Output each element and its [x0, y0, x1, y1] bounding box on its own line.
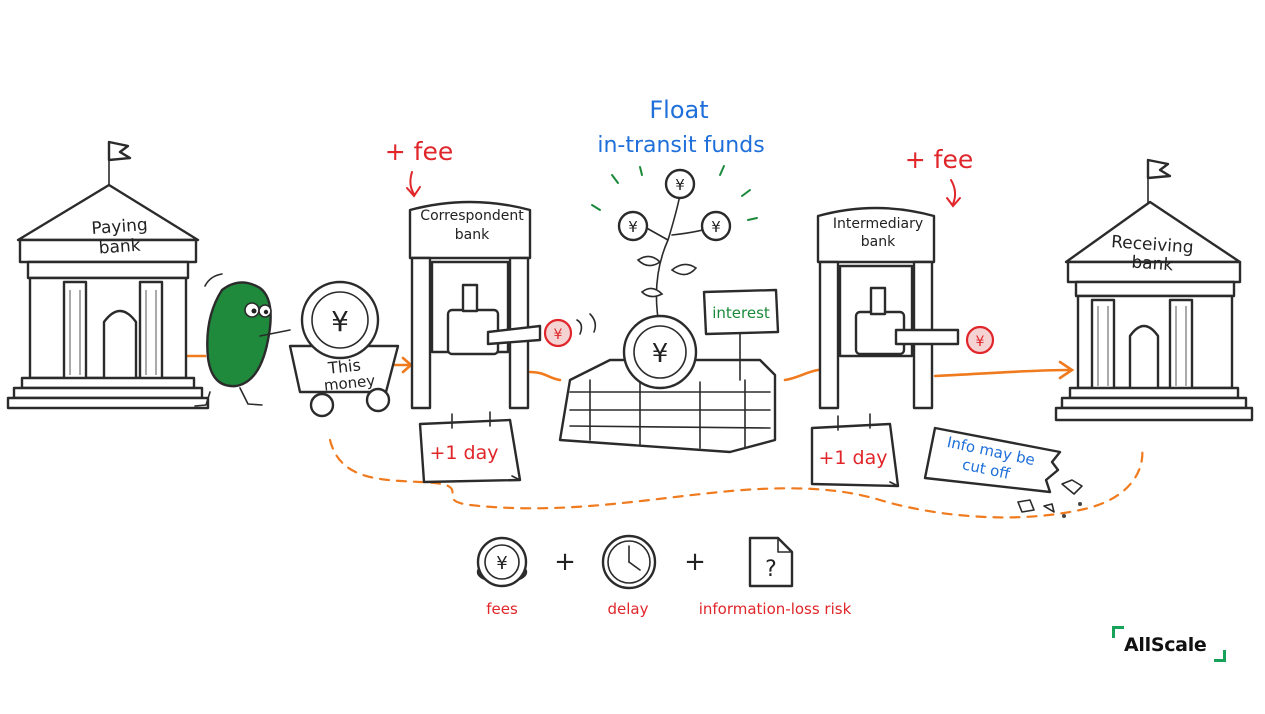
- delay-left-label: +1 day: [430, 442, 499, 464]
- cost-summary: ¥ + + ? fees delay information-loss risk: [476, 534, 852, 618]
- flow-line-to-intermediary: [783, 368, 820, 382]
- info-loss-note: Info may be cut off: [923, 426, 1083, 518]
- cart-coin: [300, 280, 380, 360]
- flow-arrow-to-receiving: [933, 368, 1072, 378]
- correspondent-bank-label-line1: Correspondent: [420, 208, 524, 224]
- logo-text: AllScale: [1124, 634, 1207, 656]
- cart-coin-symbol: ¥: [331, 305, 349, 338]
- flow-line-to-float: [528, 370, 562, 382]
- float-title-line1: Float: [649, 96, 708, 124]
- fee-callout-left: + fee: [385, 137, 453, 198]
- intermediary-bank-label-line1: Intermediary: [833, 216, 923, 232]
- intermediary-bank: ¥ Intermediary bank: [816, 206, 995, 410]
- float-section: Float in-transit funds ¥ ¥ ¥ ¥ interest: [558, 96, 780, 454]
- flow-arrowhead-receiving: [1058, 360, 1075, 380]
- svg-text:?: ?: [765, 557, 777, 582]
- float-title-line2: in-transit funds: [597, 133, 764, 158]
- cost-label-delay: delay: [608, 600, 649, 618]
- svg-text:¥: ¥: [675, 176, 685, 194]
- correspondent-bank: ¥ Correspondent bank: [408, 200, 597, 410]
- question-document-icon: ?: [748, 536, 794, 588]
- allscale-logo: AllScale: [1112, 626, 1230, 666]
- paying-bank-label-line1: Paying: [91, 215, 149, 239]
- receiving-bank-label-line2: bank: [1131, 253, 1174, 276]
- character-body: [206, 281, 272, 388]
- character-pushing-cart: ¥ This money: [194, 273, 400, 418]
- fee-label-left: + fee: [385, 137, 453, 166]
- delay-calendar-right: +1 day: [810, 413, 900, 488]
- float-coin-symbol: ¥: [652, 339, 669, 369]
- paying-bank-label-line2: bank: [98, 236, 141, 259]
- correspondent-bank-label-line2: bank: [455, 227, 490, 243]
- svg-text:¥: ¥: [628, 218, 638, 236]
- cost-label-fees: fees: [486, 600, 518, 618]
- delay-right-label: +1 day: [819, 447, 888, 469]
- cost-plus-2: +: [684, 547, 706, 577]
- svg-text:¥: ¥: [711, 218, 721, 236]
- cart-label-line1: This: [326, 355, 362, 377]
- interest-sign-label: interest: [712, 304, 770, 322]
- paying-bank: Paying bank: [6, 140, 210, 410]
- fee-label-right: + fee: [905, 145, 973, 174]
- svg-text:¥: ¥: [496, 553, 507, 574]
- receiving-bank: Receiving bank: [1054, 158, 1254, 422]
- svg-text:¥: ¥: [976, 334, 985, 350]
- coin-icon: ¥: [476, 536, 528, 588]
- intermediary-bank-label-line2: bank: [861, 234, 896, 250]
- svg-text:¥: ¥: [554, 327, 563, 343]
- cart-label-line2: money: [323, 371, 376, 394]
- delay-calendar-left: +1 day: [418, 411, 522, 484]
- fee-callout-right: + fee: [905, 145, 973, 208]
- cost-label-info-loss: information-loss risk: [699, 600, 852, 618]
- cost-plus-1: +: [554, 547, 576, 577]
- clock-icon: [601, 534, 657, 590]
